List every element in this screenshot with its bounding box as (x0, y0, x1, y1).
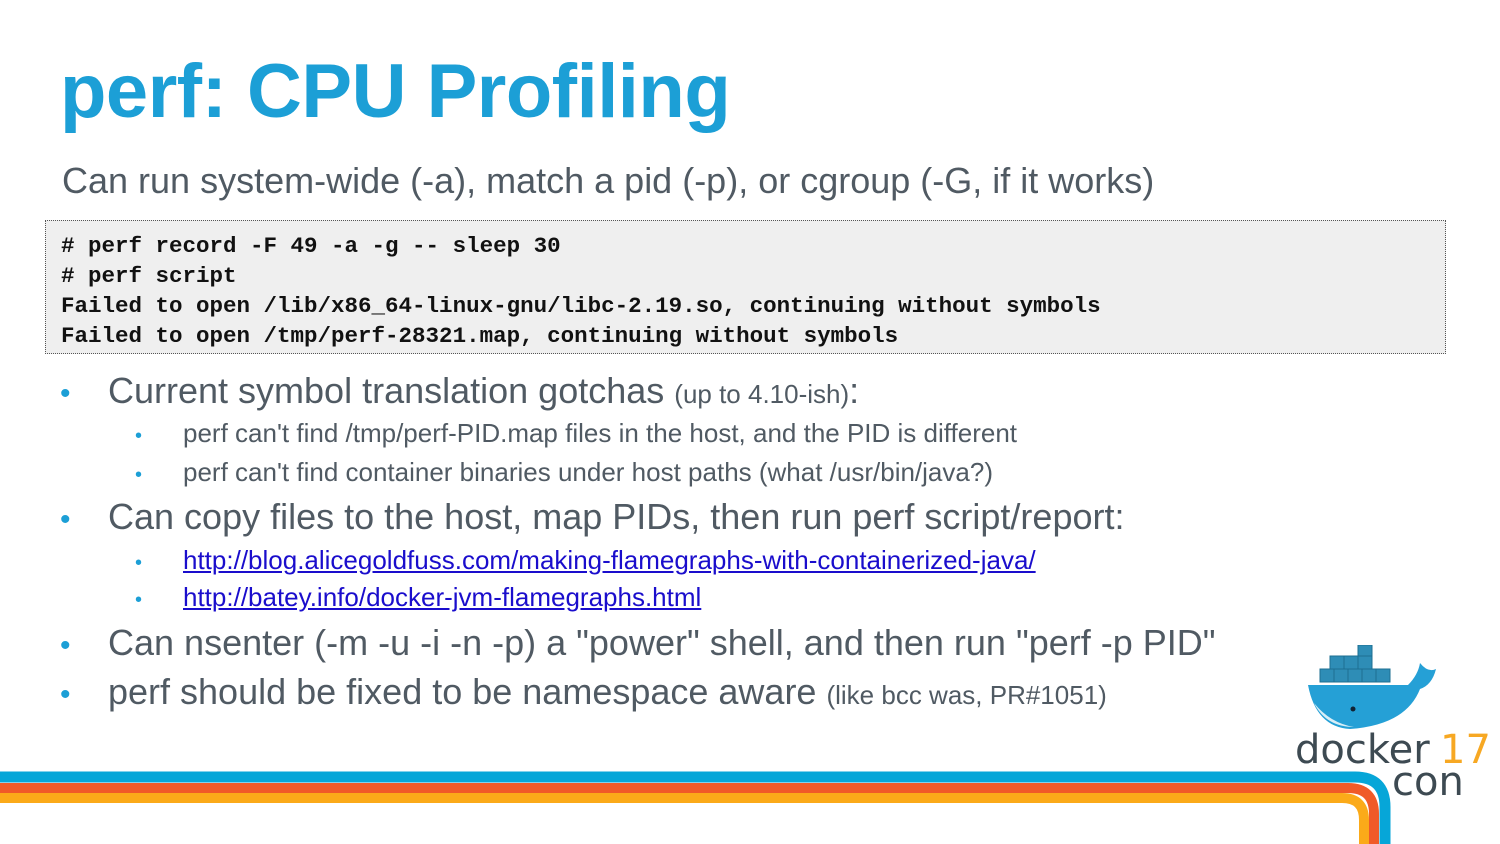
slide-subtitle: Can run system-wide (-a), match a pid (-… (62, 160, 1155, 201)
bullet-namespace: • perf should be fixed to be namespace aw… (60, 671, 1107, 713)
bullet-text: perf can't find container binaries under… (183, 457, 993, 487)
logo-con: con (1392, 759, 1464, 805)
bullet-colon: : (849, 370, 860, 411)
bullet-icon: • (60, 503, 71, 536)
bullet-icon: • (135, 552, 143, 574)
code-line: Failed to open /tmp/perf-28321.map, cont… (61, 323, 899, 349)
sub-bullet: • perf can't find container binaries unde… (135, 457, 993, 488)
dockercon-logo: docker 17 con (1295, 645, 1490, 805)
sub-bullet: • http://batey.info/docker-jvm-flamegraph… (135, 582, 701, 613)
link-batey[interactable]: http://batey.info/docker-jvm-flamegraphs… (183, 582, 702, 612)
code-line: # perf record -F 49 -a -g -- sleep 30 (61, 233, 561, 259)
slide-title: perf: CPU Profiling (60, 49, 731, 134)
bullet-nsenter: • Can nsenter (-m -u -i -n -p) a "power" … (60, 622, 1216, 664)
bullet-text: perf should be fixed to be namespace awa… (108, 671, 817, 712)
code-line: # perf script (61, 263, 237, 289)
bullet-icon: • (135, 464, 143, 486)
stripe-orange (0, 783, 1379, 844)
logo-docker: docker (1295, 727, 1430, 773)
bullet-copy-files: • Can copy files to the host, map PIDs, t… (60, 496, 1124, 538)
bullet-icon: • (135, 425, 143, 447)
bullet-text: Can copy files to the host, map PIDs, th… (108, 496, 1125, 537)
stripe-yellow (0, 793, 1369, 844)
code-line: Failed to open /lib/x86_64-linux-gnu/lib… (61, 293, 1101, 319)
sub-bullet: • http://blog.alicegoldfuss.com/making-fl… (135, 545, 1036, 576)
bullet-icon: • (60, 629, 71, 662)
code-block: # perf record -F 49 -a -g -- sleep 30 # … (45, 220, 1446, 354)
bullet-note: (up to 4.10-ish) (674, 379, 850, 409)
bullet-text: perf can't find /tmp/perf-PID.map files … (183, 418, 1018, 448)
sub-bullet: • perf can't find /tmp/perf-PID.map files… (135, 418, 1017, 449)
bullet-text: Current symbol translation gotchas (108, 370, 665, 411)
logo-17: 17 (1440, 727, 1490, 773)
bullet-icon: • (60, 678, 71, 711)
whale-icon (1308, 645, 1436, 729)
bullet-text: Can nsenter (-m -u -i -n -p) a "power" s… (108, 622, 1216, 663)
bullet-symbol-gotchas: • Current symbol translation gotchas (up … (60, 370, 859, 412)
link-alicegoldfuss[interactable]: http://blog.alicegoldfuss.com/making-fla… (183, 545, 1036, 575)
bullet-note: (like bcc was, PR#1051) (826, 680, 1107, 710)
bullet-icon: • (135, 589, 143, 611)
bullet-icon: • (60, 377, 71, 410)
stripe-blue (0, 771, 1391, 844)
